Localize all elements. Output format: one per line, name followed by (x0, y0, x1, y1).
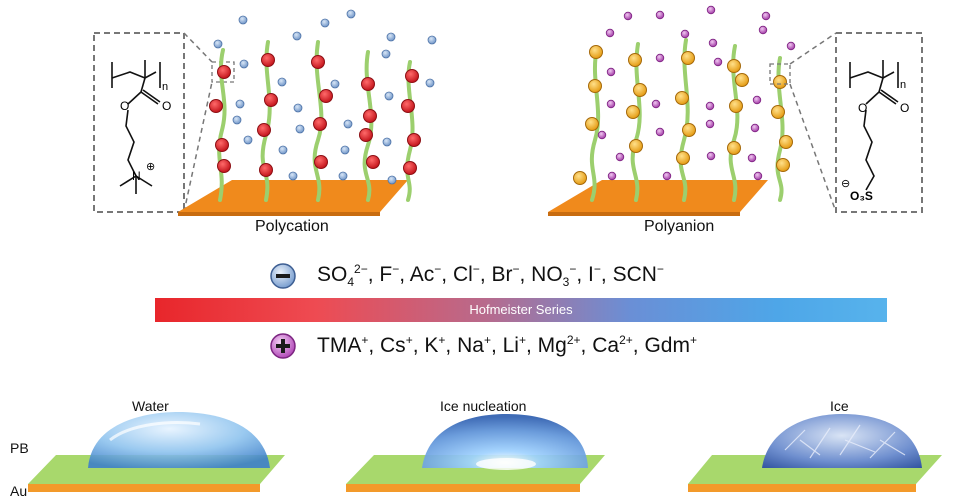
anion-ion-charge: − (569, 262, 577, 276)
cation-ion: Cs+ (380, 333, 413, 357)
cation-ion-symbol: Gdm (644, 334, 690, 357)
polyanion-caption: Polyanion (644, 218, 715, 235)
cation-ion-symbol: Li (502, 334, 519, 357)
anion-ion-symbol: NO (531, 263, 563, 286)
anion-ion-subscript: 3 (562, 275, 570, 290)
anion-ion: Cl− (452, 262, 480, 286)
substrate-plate (178, 180, 408, 212)
cation-ion-charge: + (689, 333, 697, 347)
polycation-panel: n O O N ⊕ (93, 9, 437, 216)
cation-ion-charge: + (518, 333, 526, 347)
state-label-ice-nucleation: Ice nucleation (440, 398, 527, 414)
repeat-subscript: n (900, 79, 906, 91)
cation-ion: K+ (424, 333, 446, 357)
cation-ion: Ca2+ (592, 333, 633, 357)
anion-ion-charge: − (593, 262, 601, 276)
state-label-water: Water (132, 398, 169, 414)
anion-ion-charge: − (656, 262, 664, 276)
cation-ion: Mg2+ (537, 333, 581, 357)
anion-ion-symbol: F (379, 263, 393, 286)
nucleating-droplet (422, 414, 588, 468)
cation-ion: TMA+ (317, 333, 369, 357)
anion-ion: NO3− (531, 262, 577, 290)
cation-ion: Gdm+ (644, 333, 697, 357)
state-label-ice: Ice (830, 398, 849, 414)
anion-ion-symbol: I (588, 263, 594, 286)
anion-ion-subscript: 4 (347, 275, 355, 290)
anion-ion-charge: 2− (354, 262, 368, 276)
ice-panel (688, 414, 942, 492)
sulfonate-group: O₃S (850, 189, 873, 203)
substrate-plate (548, 180, 768, 212)
anion-series: SO42−, F−, Ac−, Cl−, Br−, NO3−, I−, SCN− (317, 262, 664, 290)
cation-counter-ions (597, 5, 796, 181)
positive-charge-symbol: ⊕ (146, 161, 155, 173)
hofmeister-bar-label: Hofmeister Series (469, 302, 573, 317)
cation-ion-charge: + (483, 333, 491, 347)
anion-ion-charge: − (512, 262, 520, 276)
cation-ion-symbol: K (424, 334, 439, 357)
polyanion-panel: n O O ⊖ O₃S (548, 5, 923, 216)
cation-ion-symbol: Ca (592, 334, 620, 357)
cation-ion-symbol: TMA (317, 334, 362, 357)
anion-ion: SCN− (612, 262, 664, 286)
nucleation-panel (346, 414, 605, 492)
cation-ion: Li+ (502, 333, 526, 357)
cation-beads (209, 53, 421, 177)
cation-ion-charge: 2+ (619, 333, 633, 347)
anion-ion-symbol: SO (317, 263, 348, 286)
anion-ion-charge: − (472, 262, 480, 276)
svg-text:O: O (162, 99, 171, 113)
anion-ion: I− (588, 262, 601, 286)
monomer-structure-box (93, 32, 185, 213)
hofmeister-gradient-bar: Hofmeister Series (155, 298, 887, 322)
anion-ion-symbol: SCN (612, 263, 657, 286)
anion-ion-symbol: Cl (452, 263, 473, 286)
anion-ion-symbol: Ac (409, 263, 435, 286)
pb-layer-label: PB (10, 440, 29, 456)
water-panel (28, 412, 285, 492)
anion-ion: Br− (491, 262, 520, 286)
minus-icon (270, 263, 296, 289)
polyanion-monomer-structure (849, 60, 899, 191)
anion-beads (573, 45, 793, 185)
cation-ion-symbol: Mg (537, 334, 567, 357)
anion-ion: SO42− (317, 262, 368, 290)
anion-ion: F− (379, 262, 400, 286)
cation-series: TMA+, Cs+, K+, Na+, Li+, Mg2+, Ca2+, Gdm… (317, 333, 697, 357)
water-droplet (88, 412, 270, 468)
cation-ion-symbol: Cs (380, 334, 406, 357)
anion-ion-charge: − (392, 262, 400, 276)
repeat-subscript: n (162, 81, 168, 93)
plus-icon (270, 333, 296, 359)
svg-text:O: O (900, 101, 909, 115)
anion-ion: Ac− (409, 262, 442, 286)
monomer-structure-box (835, 32, 923, 213)
cation-ion-symbol: Na (457, 334, 484, 357)
cation-ion-charge: + (438, 333, 446, 347)
svg-text:O: O (120, 99, 129, 113)
anion-ion-symbol: Br (491, 263, 513, 286)
polycation-monomer-structure (111, 60, 161, 194)
au-layer-label: Au (10, 483, 28, 499)
negative-charge-symbol: ⊖ (841, 178, 850, 190)
anion-ion-charge: − (434, 262, 442, 276)
cation-ion-charge: + (361, 333, 369, 347)
cation-ion-charge: 2+ (566, 333, 581, 347)
cation-ion-charge: + (405, 333, 413, 347)
polycation-caption: Polycation (255, 218, 329, 235)
ice-droplet (762, 414, 922, 468)
cation-ion: Na+ (457, 333, 491, 357)
svg-text:N: N (132, 169, 141, 183)
anion-counter-ions (213, 9, 437, 185)
svg-text:O: O (858, 101, 867, 115)
